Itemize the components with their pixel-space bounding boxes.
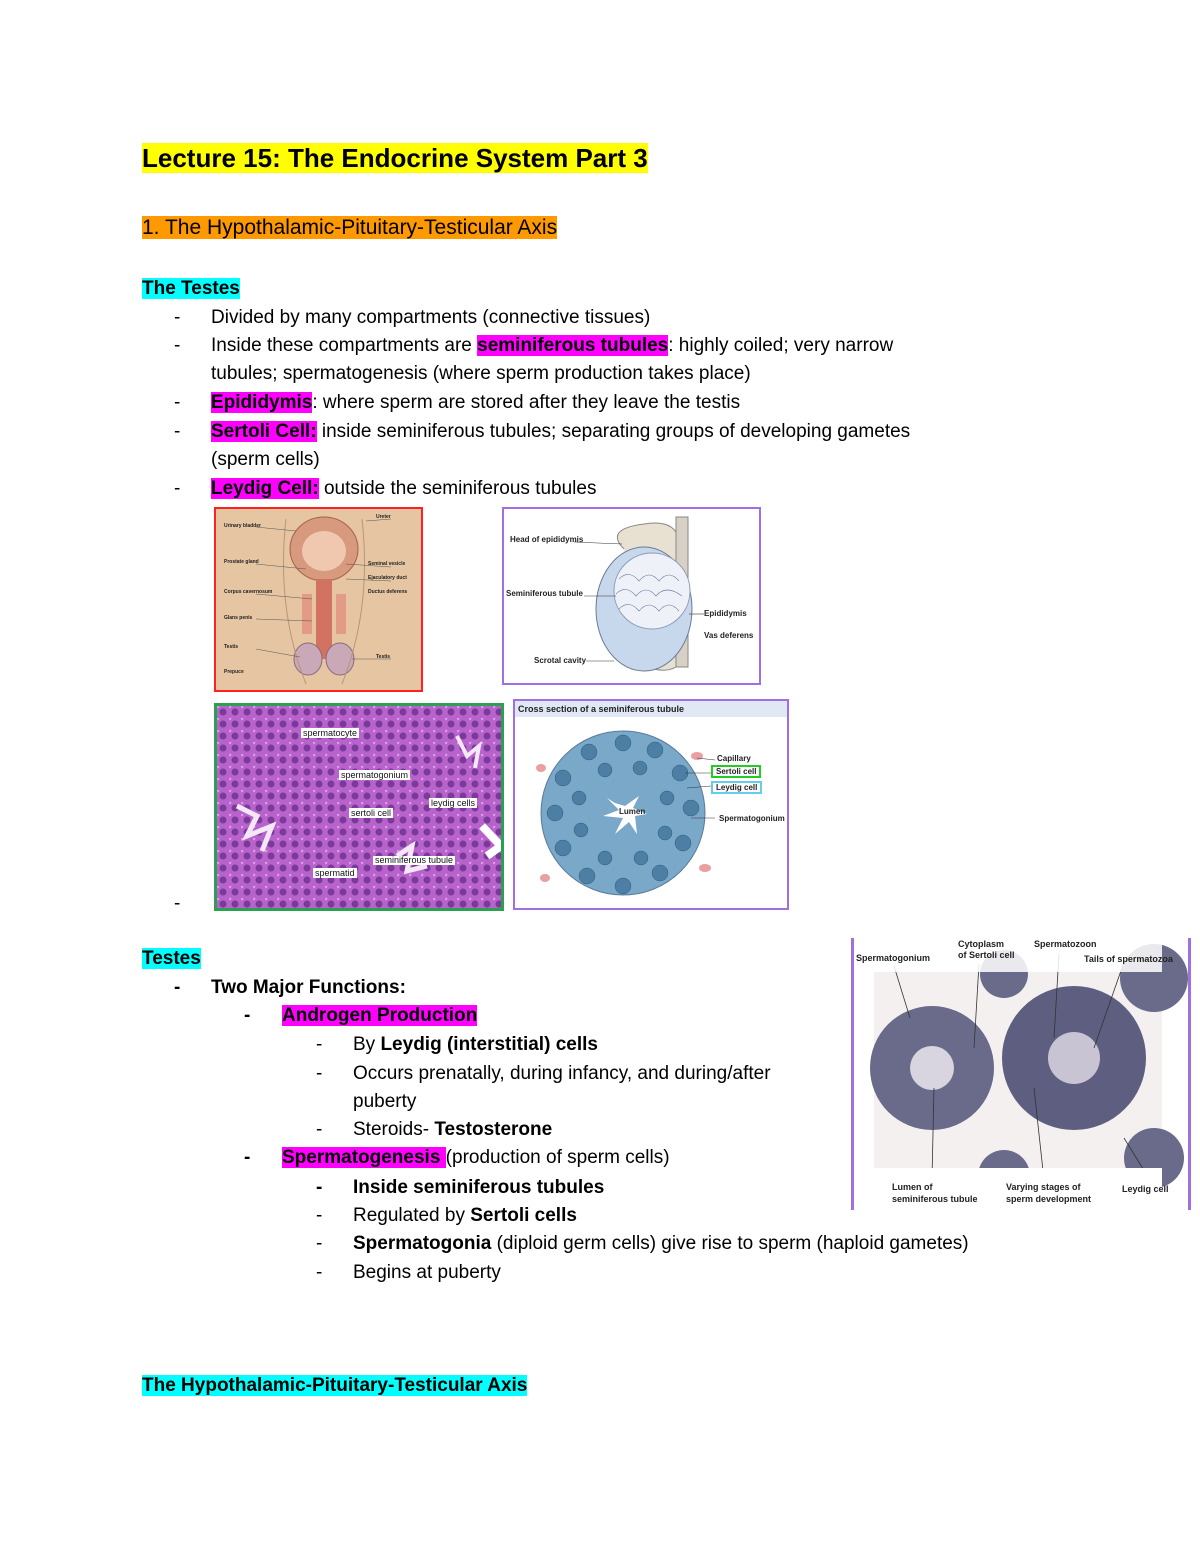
micrograph-label: Cytoplasm — [958, 939, 1005, 949]
bullet-sertoli-cont: (sperm cells) — [211, 449, 320, 470]
anatomy-label: Ureter — [376, 514, 391, 520]
bullet-compartments: Divided by many compartments (connective… — [211, 307, 651, 328]
bullet-dash: - — [174, 307, 181, 328]
anatomy-label: Prostate gland — [224, 559, 259, 565]
bullet-dash: - — [316, 1034, 323, 1055]
androgen-heading: Androgen Production — [282, 1005, 478, 1026]
bullet-epididymis: Epididymis: where sperm are stored after… — [211, 392, 741, 413]
testes-heading: The Testes — [142, 278, 240, 299]
page-title: Lecture 15: The Endocrine System Part 3 — [142, 143, 648, 173]
spermatogenesis-heading: Spermatogenesis (production of sperm cel… — [282, 1147, 670, 1168]
epididymis-label: Epididymis — [704, 609, 747, 618]
bullet-dash: - — [244, 1005, 251, 1026]
micrograph-label: Leydig cell — [1122, 1184, 1169, 1194]
bullet-dash: - — [174, 335, 181, 356]
anatomy-label: Ejaculatory duct — [368, 575, 407, 581]
androgen-item: By Leydig (interstitial) cells — [353, 1034, 598, 1055]
bullet-dash: - — [174, 977, 181, 998]
bullet-dash: - — [316, 1177, 323, 1198]
bullet-sertoli: Sertoli Cell: inside seminiferous tubule… — [211, 421, 911, 442]
spermatogenesis-item: Spermatogonia (diploid germ cells) give … — [353, 1233, 969, 1254]
micrograph-label: sperm development — [1006, 1194, 1092, 1204]
cross-section-label: Sertoli cell — [711, 765, 762, 778]
histology-label: spermatogonium — [339, 770, 411, 780]
cross-section-illustration — [536, 730, 716, 896]
figure-micrograph: Spermatogonium Cytoplasm of Sertoli cell… — [851, 938, 1191, 1210]
bullet-dash: - — [316, 1063, 323, 1084]
androgen-item: Occurs prenatally, during infancy, and d… — [353, 1063, 771, 1084]
epididymis-label: Head of epididymis — [510, 535, 584, 544]
histology-label: spermatid — [313, 868, 357, 878]
bullet-dash: - — [174, 421, 181, 442]
epididymis-illustration — [573, 516, 704, 672]
bullet-dash: - — [174, 893, 181, 914]
anatomy-label: Seminal vesicle — [368, 561, 406, 567]
bullet-dash: - — [316, 1233, 323, 1254]
histology-label: sertoli cell — [349, 808, 394, 818]
anatomy-label: Testis — [224, 644, 239, 650]
figure-epididymis: Head of epididymis Seminiferous tubule E… — [502, 507, 761, 685]
anatomy-label: Urinary bladder — [224, 523, 261, 529]
figure-histology: spermatocyte spermatogonium leydig cells… — [214, 703, 504, 911]
bullet-dash: - — [244, 1147, 251, 1168]
anatomy-illustration — [216, 509, 421, 690]
cross-section-label: Lumen — [619, 807, 646, 816]
anatomy-label: Glans penis — [224, 615, 253, 621]
figure-male-anatomy: Urinary bladder Prostate gland Corpus ca… — [214, 507, 423, 692]
epididymis-label: Scrotal cavity — [534, 656, 587, 665]
anatomy-label: Corpus cavernosum — [224, 589, 273, 595]
section-heading-1: 1. The Hypothalamic-Pituitary-Testicular… — [142, 216, 558, 239]
micrograph-label: Spermatogonium — [856, 953, 931, 963]
anatomy-label: Prepuce — [224, 669, 244, 675]
androgen-item-cont: puberty — [353, 1091, 417, 1112]
anatomy-label: Ductus deferens — [368, 589, 408, 595]
micrograph-label: Tails of spermatozoa — [1084, 954, 1173, 964]
bullet-dash: - — [316, 1119, 323, 1140]
epididymis-label: Seminiferous tubule — [506, 589, 583, 598]
bullet-dash: - — [174, 478, 181, 499]
anatomy-label: Testis — [376, 654, 391, 660]
section-heading-axis: The Hypothalamic-Pituitary-Testicular Ax… — [142, 1375, 528, 1396]
micrograph-label: of Sertoli cell — [958, 950, 1015, 960]
figure-cross-section: Cross section of a seminiferous tubule C… — [513, 699, 789, 910]
testes-functions-heading: Testes — [142, 948, 201, 969]
histology-label: seminiferous tubule — [373, 855, 456, 865]
bullet-dash: - — [316, 1262, 323, 1283]
cross-section-label: Spermatogonium — [719, 814, 785, 823]
bullet-seminiferous-cont: tubules; spermatogenesis (where sperm pr… — [211, 363, 751, 384]
bullet-leydig: Leydig Cell: outside the seminiferous tu… — [211, 478, 597, 499]
androgen-item: Steroids- Testosterone — [353, 1119, 553, 1140]
spermatogenesis-item: Begins at puberty — [353, 1262, 501, 1283]
spermatogenesis-item: Inside seminiferous tubules — [353, 1177, 605, 1198]
cross-section-title: Cross section of a seminiferous tubule — [515, 701, 787, 717]
micrograph-label: Varying stages of — [1006, 1182, 1081, 1192]
cross-section-label: Leydig cell — [711, 781, 763, 794]
micrograph-illustration — [870, 938, 1188, 1210]
bullet-dash: - — [316, 1205, 323, 1226]
two-functions-heading: Two Major Functions: — [211, 977, 406, 998]
histology-label: spermatocyte — [301, 728, 360, 738]
micrograph-label: Lumen of — [892, 1182, 933, 1192]
spermatogenesis-item: Regulated by Sertoli cells — [353, 1205, 577, 1226]
epididymis-label: Vas deferens — [704, 631, 754, 640]
cross-section-label: Capillary — [717, 754, 751, 763]
bullet-seminiferous: Inside these compartments are seminifero… — [211, 335, 894, 356]
bullet-dash: - — [174, 392, 181, 413]
micrograph-label: Spermatozoon — [1034, 939, 1097, 949]
micrograph-label: seminiferous tubule — [892, 1194, 978, 1204]
histology-label: leydig cells — [429, 798, 478, 808]
